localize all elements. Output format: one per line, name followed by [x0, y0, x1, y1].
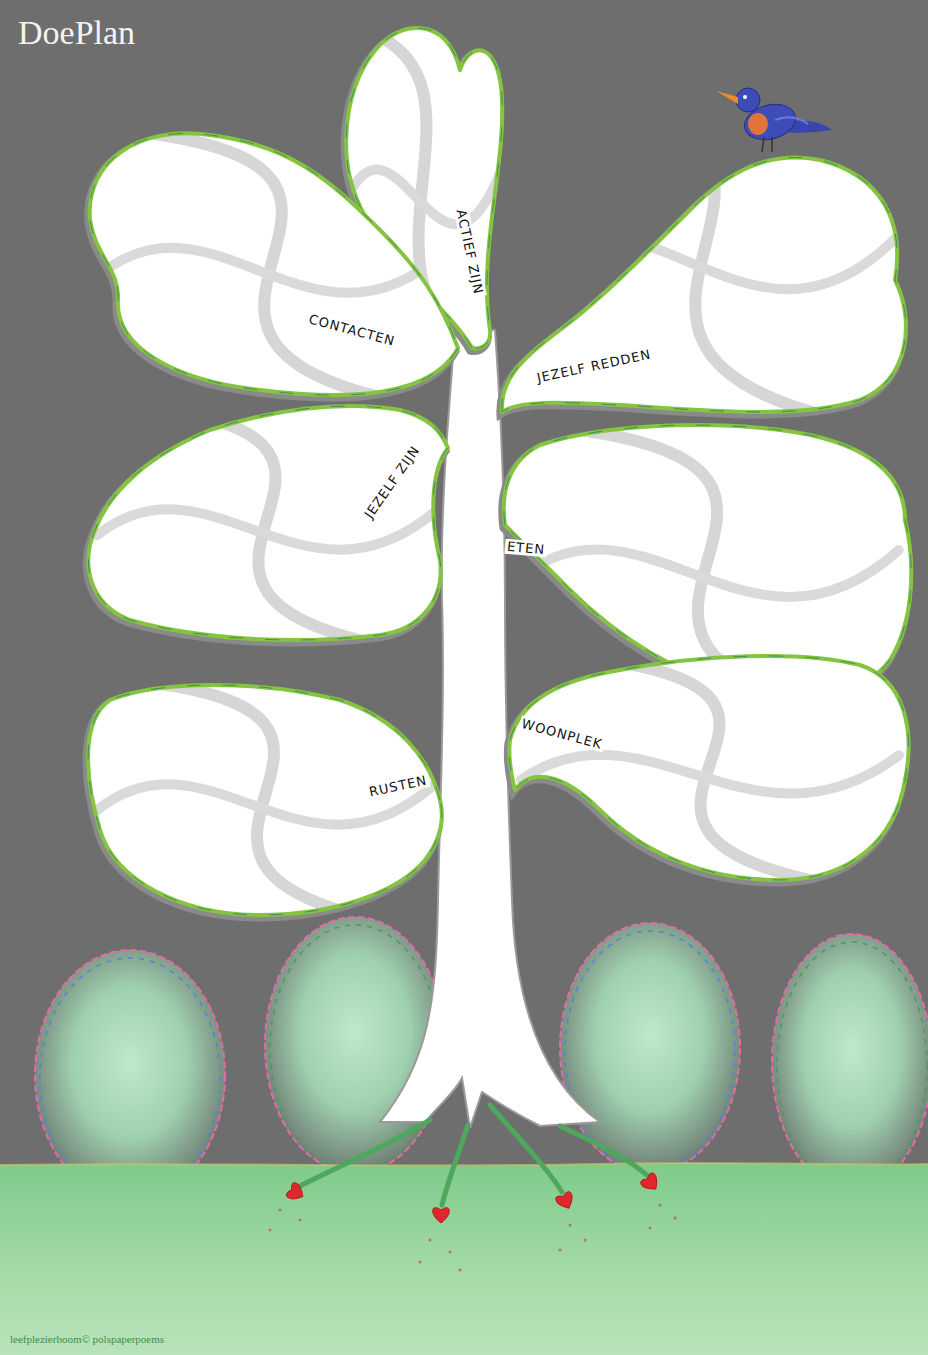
roots: [300, 1105, 648, 1205]
leaf-outline-accent: [88, 685, 442, 915]
ground-line: [0, 1163, 928, 1165]
leaf-swirl: [516, 549, 899, 597]
leaf-label: ETEN: [504, 539, 547, 558]
seed-dots: [269, 1204, 677, 1272]
leaf-swirl: [521, 755, 899, 794]
ground: [0, 1163, 928, 1355]
leaf-swirl: [153, 683, 378, 920]
leaf-swirl: [154, 408, 381, 645]
leaf-swirl: [98, 248, 449, 293]
leaf-node: CONTACTEN: [78, 120, 468, 405]
leaf-swirl: [97, 509, 437, 549]
hearts: [285, 1172, 662, 1223]
leaf-outline: [502, 157, 906, 412]
leaf-fill: [502, 157, 906, 412]
leaf-swirl: [512, 235, 899, 290]
leaf-node: JEZELF REDDEN: [490, 80, 920, 425]
leaf-shape: [78, 120, 468, 405]
leaf-outline: [509, 656, 908, 880]
leaf-outline: [88, 685, 442, 915]
title: DoePlan: [18, 14, 135, 52]
leaf-outline-accent: [502, 157, 906, 412]
leaf-shape: [78, 395, 456, 650]
leaf-shape: [500, 645, 920, 890]
copyright-note: leefplezierboom© polspaperpoems: [10, 1333, 164, 1345]
leaf-outline-accent: [509, 656, 908, 880]
leaf-outline: [90, 133, 458, 395]
leaf-swirl: [156, 134, 390, 399]
leaf-node: RUSTEN: [78, 670, 453, 925]
leaf-swirl: [584, 657, 836, 885]
leaf-node: WOONPLEK: [500, 645, 920, 890]
bird: [716, 88, 832, 152]
leaf-outline-accent: [88, 406, 448, 640]
leaf-outline: [88, 406, 448, 640]
leaf-node: JEZELF ZIJN: [78, 395, 456, 650]
leaf-outline-accent: [90, 133, 458, 395]
leaf-shape: [78, 670, 453, 925]
leaf-swirl: [576, 97, 834, 418]
